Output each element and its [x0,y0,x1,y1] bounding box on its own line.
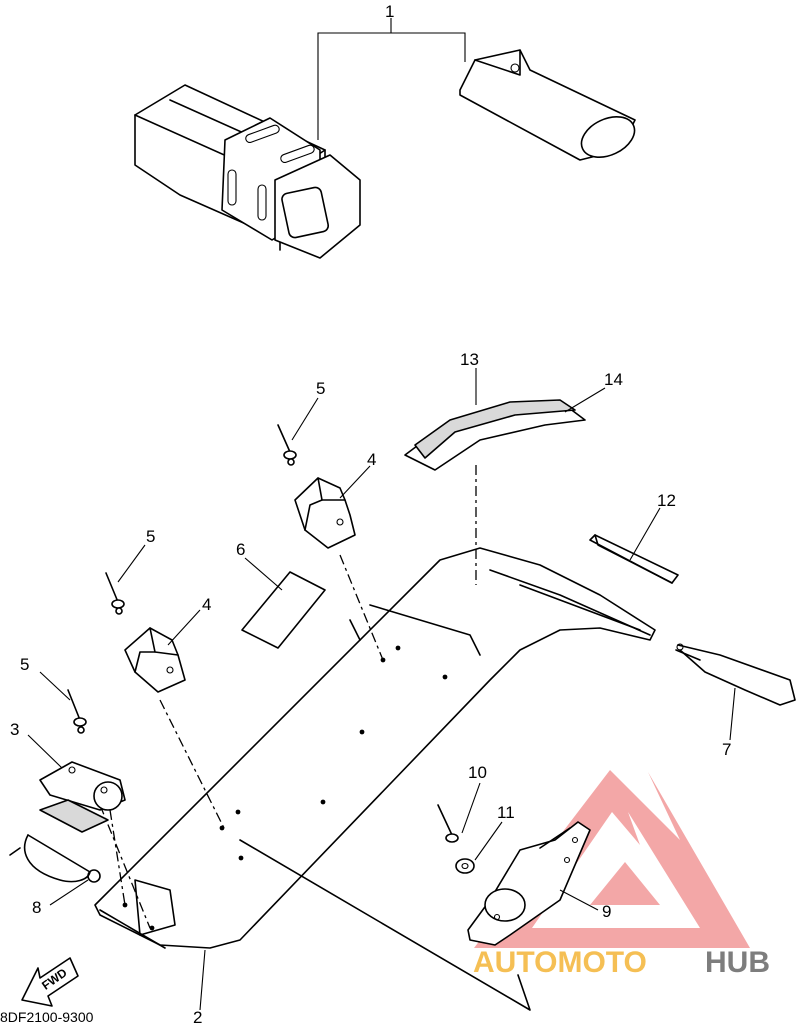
fwd-arrow: FWD [21,957,79,1007]
pin-part-8 [9,834,101,883]
callout-14: 14 [604,370,623,389]
watermark-part1: AUTOMOTO [473,946,647,979]
clamp-part-3 [39,761,126,833]
screw-5-upper [277,424,297,466]
callout-5-lower: 5 [20,655,29,674]
callout-9: 9 [602,902,611,921]
bracket-part-9 [467,821,591,946]
washer-part-11 [455,858,475,874]
callout-11: 11 [497,803,515,822]
pad-part-6 [241,571,326,649]
callout-4-upper: 4 [367,450,376,469]
wire-rod [675,643,796,706]
watermark-part2: HUB [705,946,770,979]
callout-13: 13 [460,350,479,369]
assembly-lines [99,465,477,929]
callout-10: 10 [468,763,487,782]
callout-leaders [27,18,736,1011]
callout-8: 8 [32,898,41,917]
part-code: 8DF2100-9300 [0,1009,94,1025]
callout-4-lower: 4 [202,595,211,614]
callout-6: 6 [236,540,245,559]
bracket-4-lower [124,627,186,693]
watermark-text: AUTOMOTO HUB [473,946,770,979]
decal-strip [404,399,586,471]
screw-5-lower [67,689,87,734]
callout-5-upper: 5 [316,379,325,398]
callout-12: 12 [657,491,676,510]
strip-part-12 [589,534,679,584]
bracket-4-upper [294,477,356,549]
rear-fender [94,547,656,1011]
tool-kit [134,49,636,259]
callout-2: 2 [193,1008,202,1025]
callout-3: 3 [10,720,19,739]
screw-5-middle [105,572,125,615]
callout-7: 7 [722,740,731,759]
callout-labels: 1 2 3 4 4 5 5 5 6 7 8 9 10 11 12 13 14 [10,2,731,1025]
callout-5-middle: 5 [146,527,155,546]
callout-1: 1 [385,2,394,21]
bolt-part-10 [437,804,459,843]
